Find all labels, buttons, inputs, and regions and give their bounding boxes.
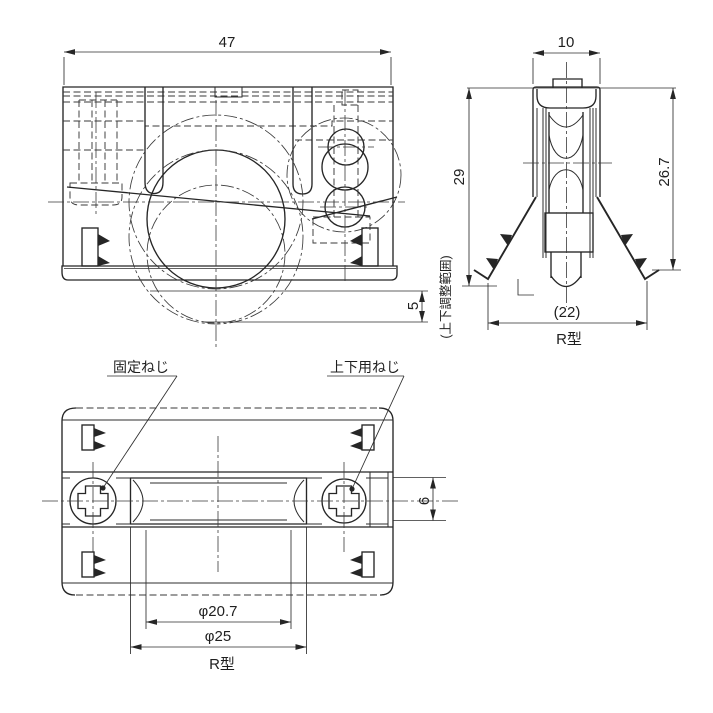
- body-outline: [62, 86, 394, 266]
- groove-bottom-arc: [550, 275, 582, 288]
- dim-22: (22) R型: [487, 281, 648, 348]
- front-type-label: R型: [556, 331, 582, 348]
- label-fixing-screw: 固定ねじ: [100, 359, 178, 491]
- fixing-screw: [69, 462, 117, 552]
- side-view: 47 5 (上下調整範囲): [48, 34, 453, 348]
- dim-47: 47: [63, 34, 392, 85]
- housing-outer-walls: [532, 101, 601, 197]
- top-notch: [214, 87, 243, 98]
- rail: [61, 265, 398, 281]
- dim-6: 6: [393, 477, 446, 521]
- adjusting-screw: [321, 462, 367, 552]
- adjust-range-note: (上下調整範囲): [438, 255, 453, 338]
- spring-leg-right: [596, 196, 660, 281]
- claw-tab-left: [81, 227, 110, 267]
- dim-wheel-dia: φ25 R型: [130, 527, 307, 673]
- corner-mark: [517, 279, 534, 296]
- adjust-mechanism: [312, 89, 374, 282]
- svg-text:上下用ねじ: 上下用ねじ: [330, 359, 400, 375]
- cam-phantom-circle: [286, 117, 402, 233]
- spring-leg-left: [473, 196, 537, 281]
- dim-5-text: 5: [405, 302, 422, 310]
- leg-edge-line-1: [66, 186, 371, 217]
- mounting-slot-right: [292, 87, 313, 195]
- dim-6-text: 6: [416, 497, 433, 505]
- bottom-type-label: R型: [209, 656, 235, 673]
- dim-wheel-dia-text: φ25: [205, 628, 231, 645]
- wheel-phantom-down: [128, 149, 304, 325]
- dim-26-7: 26.7: [652, 88, 681, 271]
- axle-tab: [552, 78, 583, 88]
- dim-29-text: 29: [451, 169, 468, 186]
- dim-groove-dia-text: φ20.7: [199, 603, 238, 620]
- body-right-edge: [378, 407, 394, 596]
- claw-tab-right: [350, 227, 379, 267]
- phillips-cross-icon: [328, 485, 360, 517]
- leg-barbs: [486, 234, 647, 270]
- housing-inner-walls: [536, 108, 597, 197]
- dim-47-text: 47: [219, 34, 236, 51]
- dim-groove-dia: φ20.7: [145, 530, 292, 629]
- hidden-step-line: [63, 120, 393, 127]
- front-view: 10 29 26.7 (22) R型: [451, 34, 681, 348]
- end-cap: [369, 472, 389, 527]
- leader-dot: [100, 485, 106, 491]
- leg-edge-line-2: [311, 196, 398, 220]
- dim-10-text: 10: [558, 34, 575, 51]
- claw-tabs-bottom-view: [81, 424, 375, 578]
- wheel-front: [544, 112, 594, 288]
- svg-text:固定ねじ: 固定ねじ: [113, 359, 169, 375]
- leader-dot: [349, 486, 355, 492]
- dim-29: 29: [451, 88, 497, 287]
- dim-10: 10: [532, 34, 601, 84]
- body-left-edge: [61, 407, 77, 596]
- phillips-cross-icon: [77, 485, 109, 517]
- mounting-slot-left: [144, 87, 164, 195]
- dim-5: 5 (上下調整範囲): [150, 255, 453, 339]
- side-plates: [542, 108, 594, 258]
- hidden-fixing-screw: [69, 92, 123, 215]
- bottom-view: 固定ねじ 上下用ねじ 6 φ20.7 φ25 R型: [42, 359, 458, 673]
- dim-22-text: (22): [554, 304, 581, 321]
- dim-26-7-text: 26.7: [656, 157, 673, 186]
- axle-block: [544, 212, 594, 253]
- label-adjusting-screw: 上下用ねじ: [327, 359, 405, 492]
